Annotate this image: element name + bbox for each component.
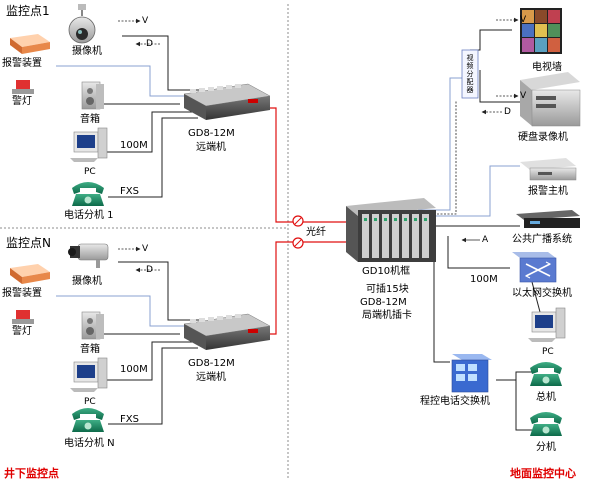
siteN-phone-label: 电话分机 N [64, 438, 115, 449]
right-footer: 地面监控中心 [510, 467, 576, 480]
siteN-links [56, 246, 200, 425]
dvr-label: 硬盘录像机 [518, 132, 568, 143]
site1-remote-model: GD8-12M [188, 128, 235, 139]
pc-right-icon [528, 307, 566, 342]
site1-100m-label: 100M [120, 140, 148, 151]
site1-phone-label: 电话分机 1 [64, 210, 114, 221]
site1-speaker-label: 音箱 [80, 114, 100, 125]
fiber-marker-icon [292, 215, 304, 249]
chassis-slots-line3: 局端机插卡 [362, 310, 412, 321]
right-100m-label: 100M [470, 274, 498, 285]
siteN-speaker-label: 音箱 [80, 344, 100, 355]
site1-alarm-label: 报警装置 [2, 58, 42, 69]
left-footer: 井下监控点 [4, 467, 59, 480]
chassis-label: GD10机框 [362, 266, 411, 277]
site1-pc-label: PC [84, 167, 96, 177]
siteN-100m-label: 100M [120, 364, 148, 375]
phone-icon [72, 182, 104, 206]
siteN-remote-name: 远端机 [196, 372, 226, 383]
alarm-host-label: 报警主机 [528, 186, 568, 197]
video-splitter-icon [461, 49, 479, 99]
fiber-links [268, 107, 346, 335]
video-splitter-label: 视频分配器 [466, 54, 474, 94]
chassis-slots-line2: GD8-12M [360, 297, 407, 308]
main-phone-label: 总机 [536, 392, 556, 403]
extension-phone-icon [530, 412, 562, 436]
siteN-camera-label: 摄像机 [72, 276, 102, 287]
warning-light-n-icon [12, 310, 34, 324]
site1-remote-name: 远端机 [196, 142, 226, 153]
siteN-pc-label: PC [84, 397, 96, 407]
right-pc-label: PC [542, 347, 554, 357]
speaker-icon [81, 81, 104, 110]
right-d-label: D [504, 107, 511, 117]
camera-n-icon [68, 243, 109, 268]
siteN-title: 监控点N [6, 236, 51, 250]
siteN-v-label: V [142, 244, 149, 254]
siteN-alarm-label: 报警装置 [2, 288, 42, 299]
center-links [418, 17, 541, 431]
remote-unit-n-icon [183, 313, 271, 350]
siteN-remote-model: GD8-12M [188, 358, 235, 369]
tv-wall-label: 电视墙 [532, 62, 562, 73]
phone-n-icon [72, 408, 104, 432]
site1-d-label: D [146, 39, 153, 49]
pa-system-label: 公共广播系统 [512, 234, 572, 245]
dvr-icon [520, 72, 581, 127]
siteN-light-label: 警灯 [12, 326, 32, 337]
siteN-d-label: D [146, 265, 153, 275]
site1-light-label: 警灯 [12, 96, 32, 107]
alarm-host-icon [520, 158, 577, 181]
right-v-label-tv: V [520, 15, 527, 25]
site1-camera-label: 摄像机 [72, 46, 102, 57]
pbx-icon [451, 354, 492, 393]
site1-fxs-label: FXS [120, 186, 139, 197]
camera-icon [68, 4, 96, 44]
main-phone-icon [530, 362, 562, 386]
ethernet-switch-label: 以太网交换机 [512, 288, 572, 299]
tv-wall-icon [520, 8, 562, 54]
chassis-slots-line1: 可插15块 [366, 284, 409, 295]
remote-unit-1-icon [183, 83, 271, 120]
ext-phone-label: 分机 [536, 442, 556, 453]
site1-links [56, 18, 200, 198]
alarm-device-icon [10, 34, 50, 54]
pc-n-icon [70, 357, 108, 392]
right-a-label: A [482, 235, 489, 245]
right-v-label-dvr: V [520, 91, 527, 101]
pc-icon [70, 127, 108, 162]
ethernet-switch-icon [512, 252, 557, 283]
gd10-chassis-icon [346, 198, 436, 262]
site1-v-label: V [142, 16, 149, 26]
pa-system-icon [516, 210, 580, 228]
alarm-device-n-icon [10, 264, 50, 284]
site1-title: 监控点1 [6, 4, 50, 18]
siteN-fxs-label: FXS [120, 414, 139, 425]
speaker-n-icon [81, 311, 104, 340]
fiber-label: 光纤 [306, 227, 326, 238]
warning-light-icon [12, 80, 34, 94]
pbx-label: 程控电话交换机 [420, 396, 490, 407]
